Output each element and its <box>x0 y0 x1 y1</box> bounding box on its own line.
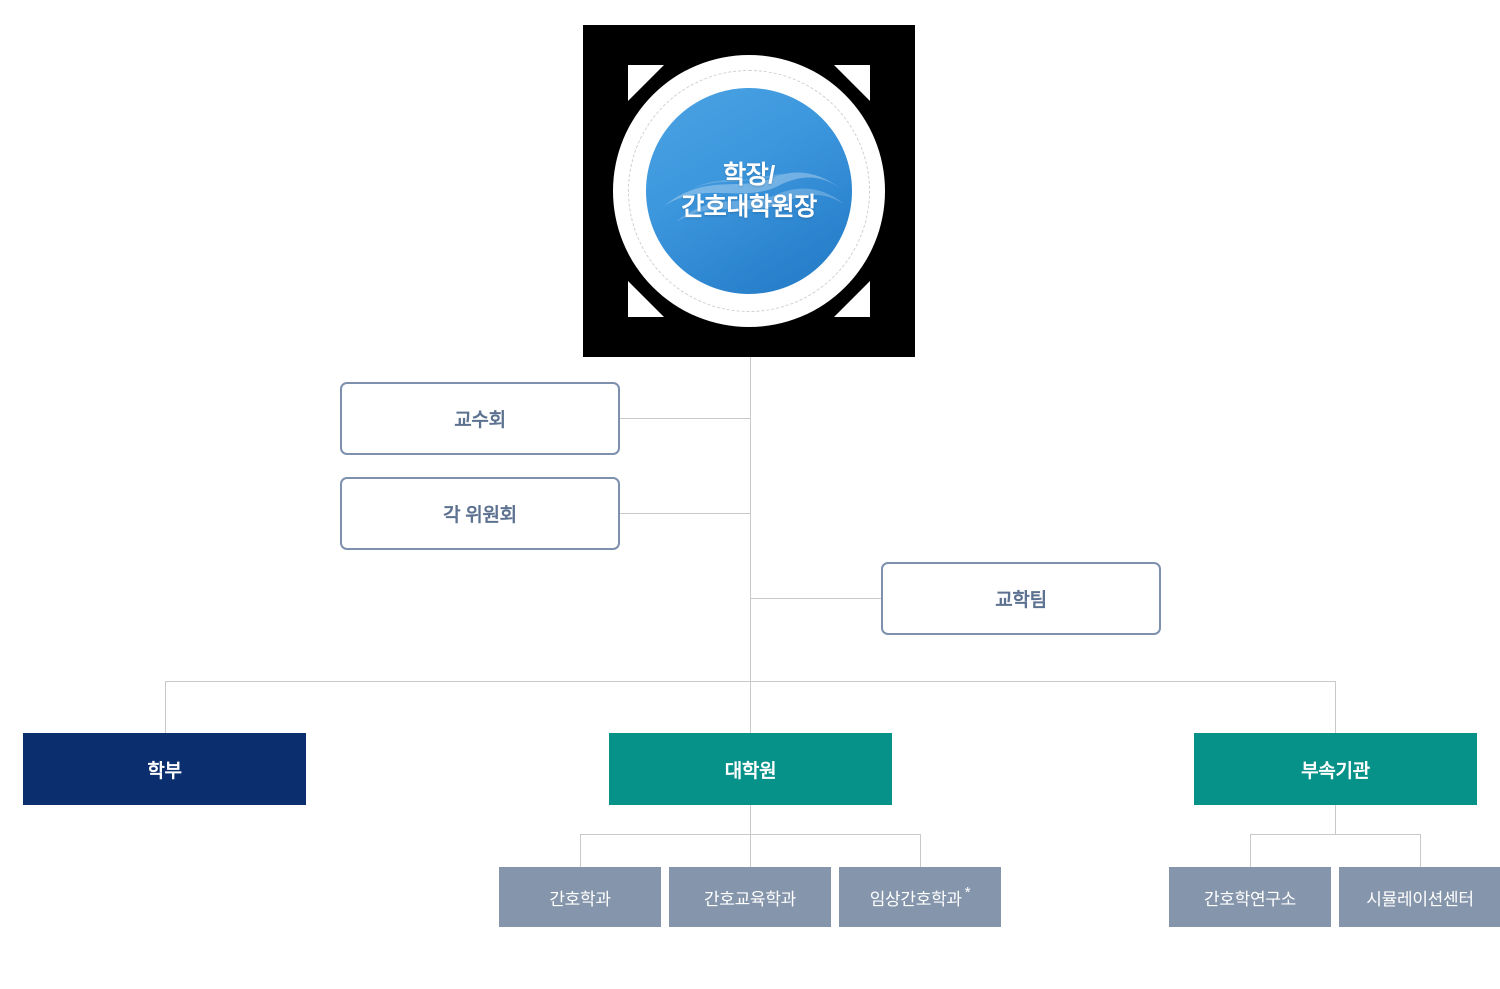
box-committees[interactable]: 각 위원회 <box>340 477 620 550</box>
connector-to-committees <box>620 513 750 514</box>
box-graduate-school[interactable]: 대학원 <box>609 733 892 805</box>
box-clinical-nursing-department-footnote: * <box>964 883 971 901</box>
box-nursing-research-institute[interactable]: 간호학연구소 <box>1169 867 1331 927</box>
box-simulation-center[interactable]: 시뮬레이션센터 <box>1339 867 1500 927</box>
box-academic-affairs-team-label: 교학팀 <box>995 590 1047 611</box>
connector-graduate-stem <box>750 805 751 834</box>
connector-affiliated-bus <box>1250 834 1421 835</box>
connector-drop-nursing-dept <box>580 834 581 867</box>
connector-drop-nursing-research-institute <box>1250 834 1251 867</box>
box-clinical-nursing-department[interactable]: 임상간호학과 * <box>839 867 1001 927</box>
box-faculty-council-label: 교수회 <box>454 410 506 431</box>
box-simulation-center-label: 시뮬레이션센터 <box>1366 889 1474 909</box>
connector-drop-simulation-center <box>1420 834 1421 867</box>
connector-affiliated-stem <box>1335 805 1336 834</box>
connector-drop-undergraduate <box>165 681 166 733</box>
box-undergraduate-label: 학부 <box>147 760 182 782</box>
root-blue-circle[interactable]: 학장/ 간호대학원장 <box>646 88 852 294</box>
connector-drop-graduate <box>750 681 751 733</box>
connector-root-trunk <box>750 357 751 681</box>
box-undergraduate[interactable]: 학부 <box>23 733 306 805</box>
root-dashed-ring <box>628 70 870 312</box>
box-nursing-department[interactable]: 간호학과 <box>499 867 661 927</box>
connector-drop-nursing-education-dept <box>750 834 751 867</box>
box-nursing-department-label: 간호학과 <box>549 889 611 909</box>
root-node-label: 학장/ 간호대학원장 <box>681 160 817 222</box>
root-node-dean[interactable]: 학장/ 간호대학원장 <box>583 25 915 357</box>
box-clinical-nursing-department-label: 임상간호학과 <box>869 889 962 909</box>
box-nursing-education-department-label: 간호교육학과 <box>703 889 797 909</box>
box-committees-label: 각 위원회 <box>443 505 517 526</box>
box-nursing-education-department[interactable]: 간호교육학과 <box>669 867 831 927</box>
connector-to-faculty-council <box>620 418 750 419</box>
box-affiliated-institutions-label: 부속기관 <box>1301 760 1370 782</box>
box-faculty-council[interactable]: 교수회 <box>340 382 620 455</box>
connector-to-academic-affairs-team <box>750 598 881 599</box>
box-graduate-school-label: 대학원 <box>724 760 777 782</box>
connector-drop-clinical-nursing-dept <box>920 834 921 867</box>
box-affiliated-institutions[interactable]: 부속기관 <box>1194 733 1477 805</box>
connector-drop-affiliated <box>1335 681 1336 733</box>
box-nursing-research-institute-label: 간호학연구소 <box>1203 889 1297 909</box>
box-academic-affairs-team[interactable]: 교학팀 <box>881 562 1161 635</box>
